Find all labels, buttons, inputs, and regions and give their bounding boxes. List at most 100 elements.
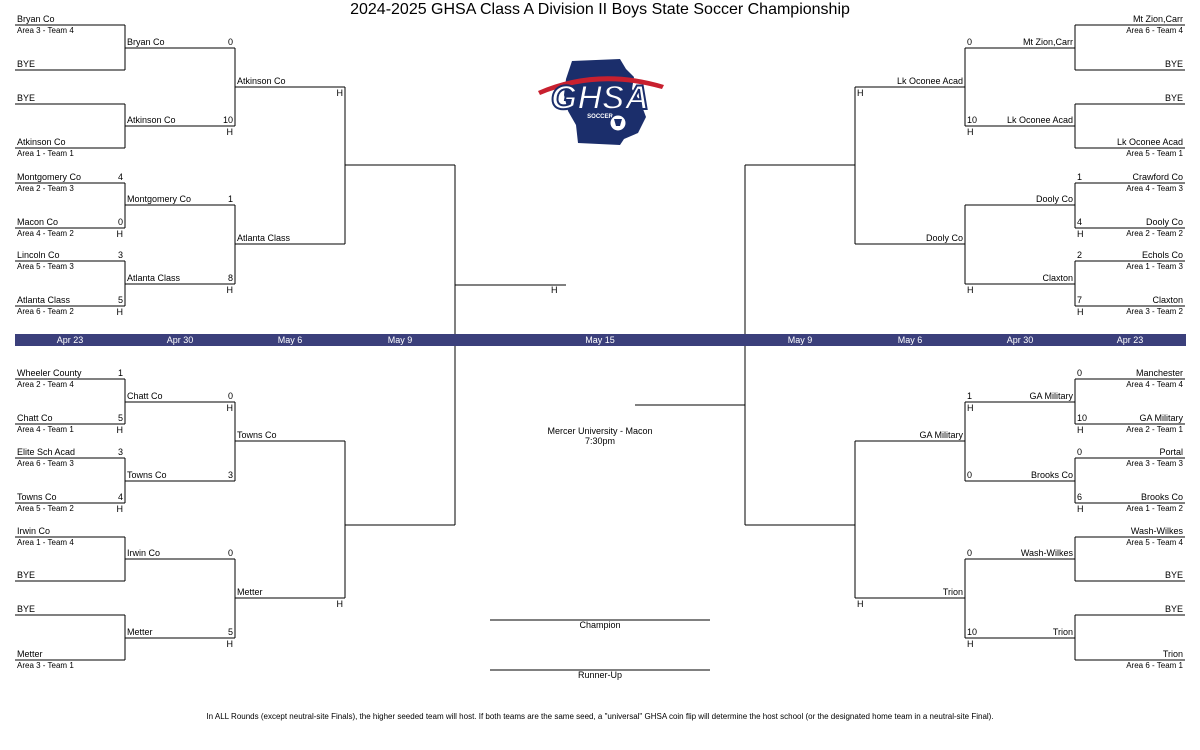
- r2-home-marker: H: [967, 285, 974, 295]
- r2-team-name: Montgomery Co: [127, 194, 192, 204]
- r2-score: 1: [227, 194, 233, 204]
- r2-team-name: GA Military: [1029, 391, 1073, 401]
- r1-team-name: Brooks Co: [1140, 492, 1183, 502]
- r1-team-name: Claxton: [1152, 295, 1183, 305]
- r1-team-name: Elite Sch Acad: [17, 447, 76, 457]
- r1-team-name: Bryan Co: [17, 14, 55, 24]
- venue-time: 7:30pm: [584, 436, 616, 446]
- r3-team-name: Atkinson Co: [237, 76, 286, 86]
- r1-score: 2: [1077, 250, 1083, 260]
- round-date-label: May 9: [787, 335, 813, 345]
- r1-team-name: Atkinson Co: [17, 137, 66, 147]
- r1-team-name: Manchester: [1135, 368, 1183, 378]
- r1-seed-label: Area 6 - Team 3: [17, 459, 74, 468]
- r2-score: 0: [967, 470, 973, 480]
- r3-team-name: GA Military: [919, 430, 963, 440]
- r2-team-name: Trion: [1052, 627, 1073, 637]
- r1-home-marker: H: [116, 504, 124, 514]
- r1-team-name: Atlanta Class: [17, 295, 71, 305]
- r1-team-name: Portal: [1159, 447, 1183, 457]
- r1-team-name: BYE: [1164, 59, 1183, 69]
- round-date-label: May 6: [277, 335, 303, 345]
- r1-score: 1: [117, 368, 123, 378]
- r1-score: 3: [117, 447, 123, 457]
- round-date-label: Apr 30: [166, 335, 194, 345]
- r1-seed-label: Area 4 - Team 3: [1126, 184, 1183, 193]
- r1-team-name: Crawford Co: [1132, 172, 1183, 182]
- r3-team-name: Lk Oconee Acad: [896, 76, 963, 86]
- r1-home-marker: H: [116, 229, 124, 239]
- r2-score: 8: [227, 273, 233, 283]
- r1-score: 1: [1077, 172, 1083, 182]
- r1-seed-label: Area 6 - Team 2: [17, 307, 74, 316]
- round-date-label: May 15: [585, 335, 615, 345]
- r1-seed-label: Area 3 - Team 4: [17, 26, 74, 35]
- r1-team-name: BYE: [1164, 604, 1183, 614]
- r3-team-name: Dooly Co: [925, 233, 963, 243]
- r1-seed-label: Area 3 - Team 3: [1126, 459, 1183, 468]
- r1-home-marker: H: [116, 307, 124, 317]
- r1-score: 4: [117, 172, 123, 182]
- r1-score: 7: [1077, 295, 1083, 305]
- r1-team-name: Metter: [17, 649, 43, 659]
- r1-seed-label: Area 5 - Team 3: [17, 262, 74, 271]
- r2-home-marker: H: [967, 403, 974, 413]
- r1-team-name: Trion: [1162, 649, 1183, 659]
- semifinal-home-marker: H: [551, 285, 558, 295]
- r1-team-name: BYE: [1164, 93, 1183, 103]
- r2-team-name: Claxton: [1042, 273, 1073, 283]
- r1-team-name: Echols Co: [1141, 250, 1183, 260]
- r3-team-name: Atlanta Class: [237, 233, 291, 243]
- r1-seed-label: Area 6 - Team 4: [1126, 26, 1183, 35]
- r1-seed-label: Area 2 - Team 2: [1126, 229, 1183, 238]
- r1-team-name: BYE: [17, 93, 36, 103]
- r1-team-name: Dooly Co: [1145, 217, 1183, 227]
- r1-team-name: BYE: [17, 570, 36, 580]
- round-date-label: Apr 23: [1116, 335, 1144, 345]
- r1-seed-label: Area 5 - Team 1: [1126, 149, 1183, 158]
- r1-seed-label: Area 4 - Team 1: [17, 425, 74, 434]
- r1-score: 0: [1077, 368, 1083, 378]
- logo-subtext: SOCCER: [587, 114, 613, 120]
- r3-home-marker: H: [857, 88, 864, 98]
- round-date-label: Apr 30: [1006, 335, 1034, 345]
- page-title: 2024-2025 GHSA Class A Division II Boys …: [350, 1, 850, 18]
- round-date-label: Apr 23: [56, 335, 84, 345]
- r1-seed-label: Area 1 - Team 4: [17, 538, 74, 547]
- r3-team-name: Trion: [942, 587, 963, 597]
- r3-home-marker: H: [336, 88, 344, 98]
- round-date-label: May 6: [897, 335, 923, 345]
- r2-score: 0: [967, 548, 973, 558]
- r1-team-name: BYE: [1164, 570, 1183, 580]
- r1-score: 0: [1077, 447, 1083, 457]
- r1-score: 5: [117, 295, 123, 305]
- r1-home-marker: H: [1077, 504, 1084, 514]
- r1-team-name: Macon Co: [17, 217, 59, 227]
- r2-team-name: Bryan Co: [127, 37, 165, 47]
- r2-home-marker: H: [226, 127, 234, 137]
- r2-team-name: Lk Oconee Acad: [1006, 115, 1073, 125]
- r1-seed-label: Area 5 - Team 2: [17, 504, 74, 513]
- r2-team-name: Atlanta Class: [127, 273, 181, 283]
- r1-team-name: Wash-Wilkes: [1130, 526, 1183, 536]
- r1-seed-label: Area 1 - Team 2: [1126, 504, 1183, 513]
- r1-seed-label: Area 4 - Team 2: [17, 229, 74, 238]
- r1-score: 4: [1077, 217, 1083, 227]
- r2-team-name: Atkinson Co: [127, 115, 176, 125]
- footnote: In ALL Rounds (except neutral-site Final…: [206, 712, 994, 721]
- r2-score: 10: [967, 627, 978, 637]
- r2-home-marker: H: [226, 639, 234, 649]
- r1-seed-label: Area 6 - Team 1: [1126, 661, 1183, 670]
- r2-team-name: Dooly Co: [1035, 194, 1073, 204]
- r2-score: 3: [227, 470, 233, 480]
- r2-score: 5: [227, 627, 233, 637]
- r1-seed-label: Area 1 - Team 1: [17, 149, 74, 158]
- r2-score: 0: [227, 391, 233, 401]
- r1-seed-label: Area 1 - Team 3: [1126, 262, 1183, 271]
- r2-home-marker: H: [967, 127, 974, 137]
- venue-name: Mercer University - Macon: [547, 426, 653, 436]
- r1-seed-label: Area 5 - Team 4: [1126, 538, 1183, 547]
- r2-team-name: Wash-Wilkes: [1020, 548, 1073, 558]
